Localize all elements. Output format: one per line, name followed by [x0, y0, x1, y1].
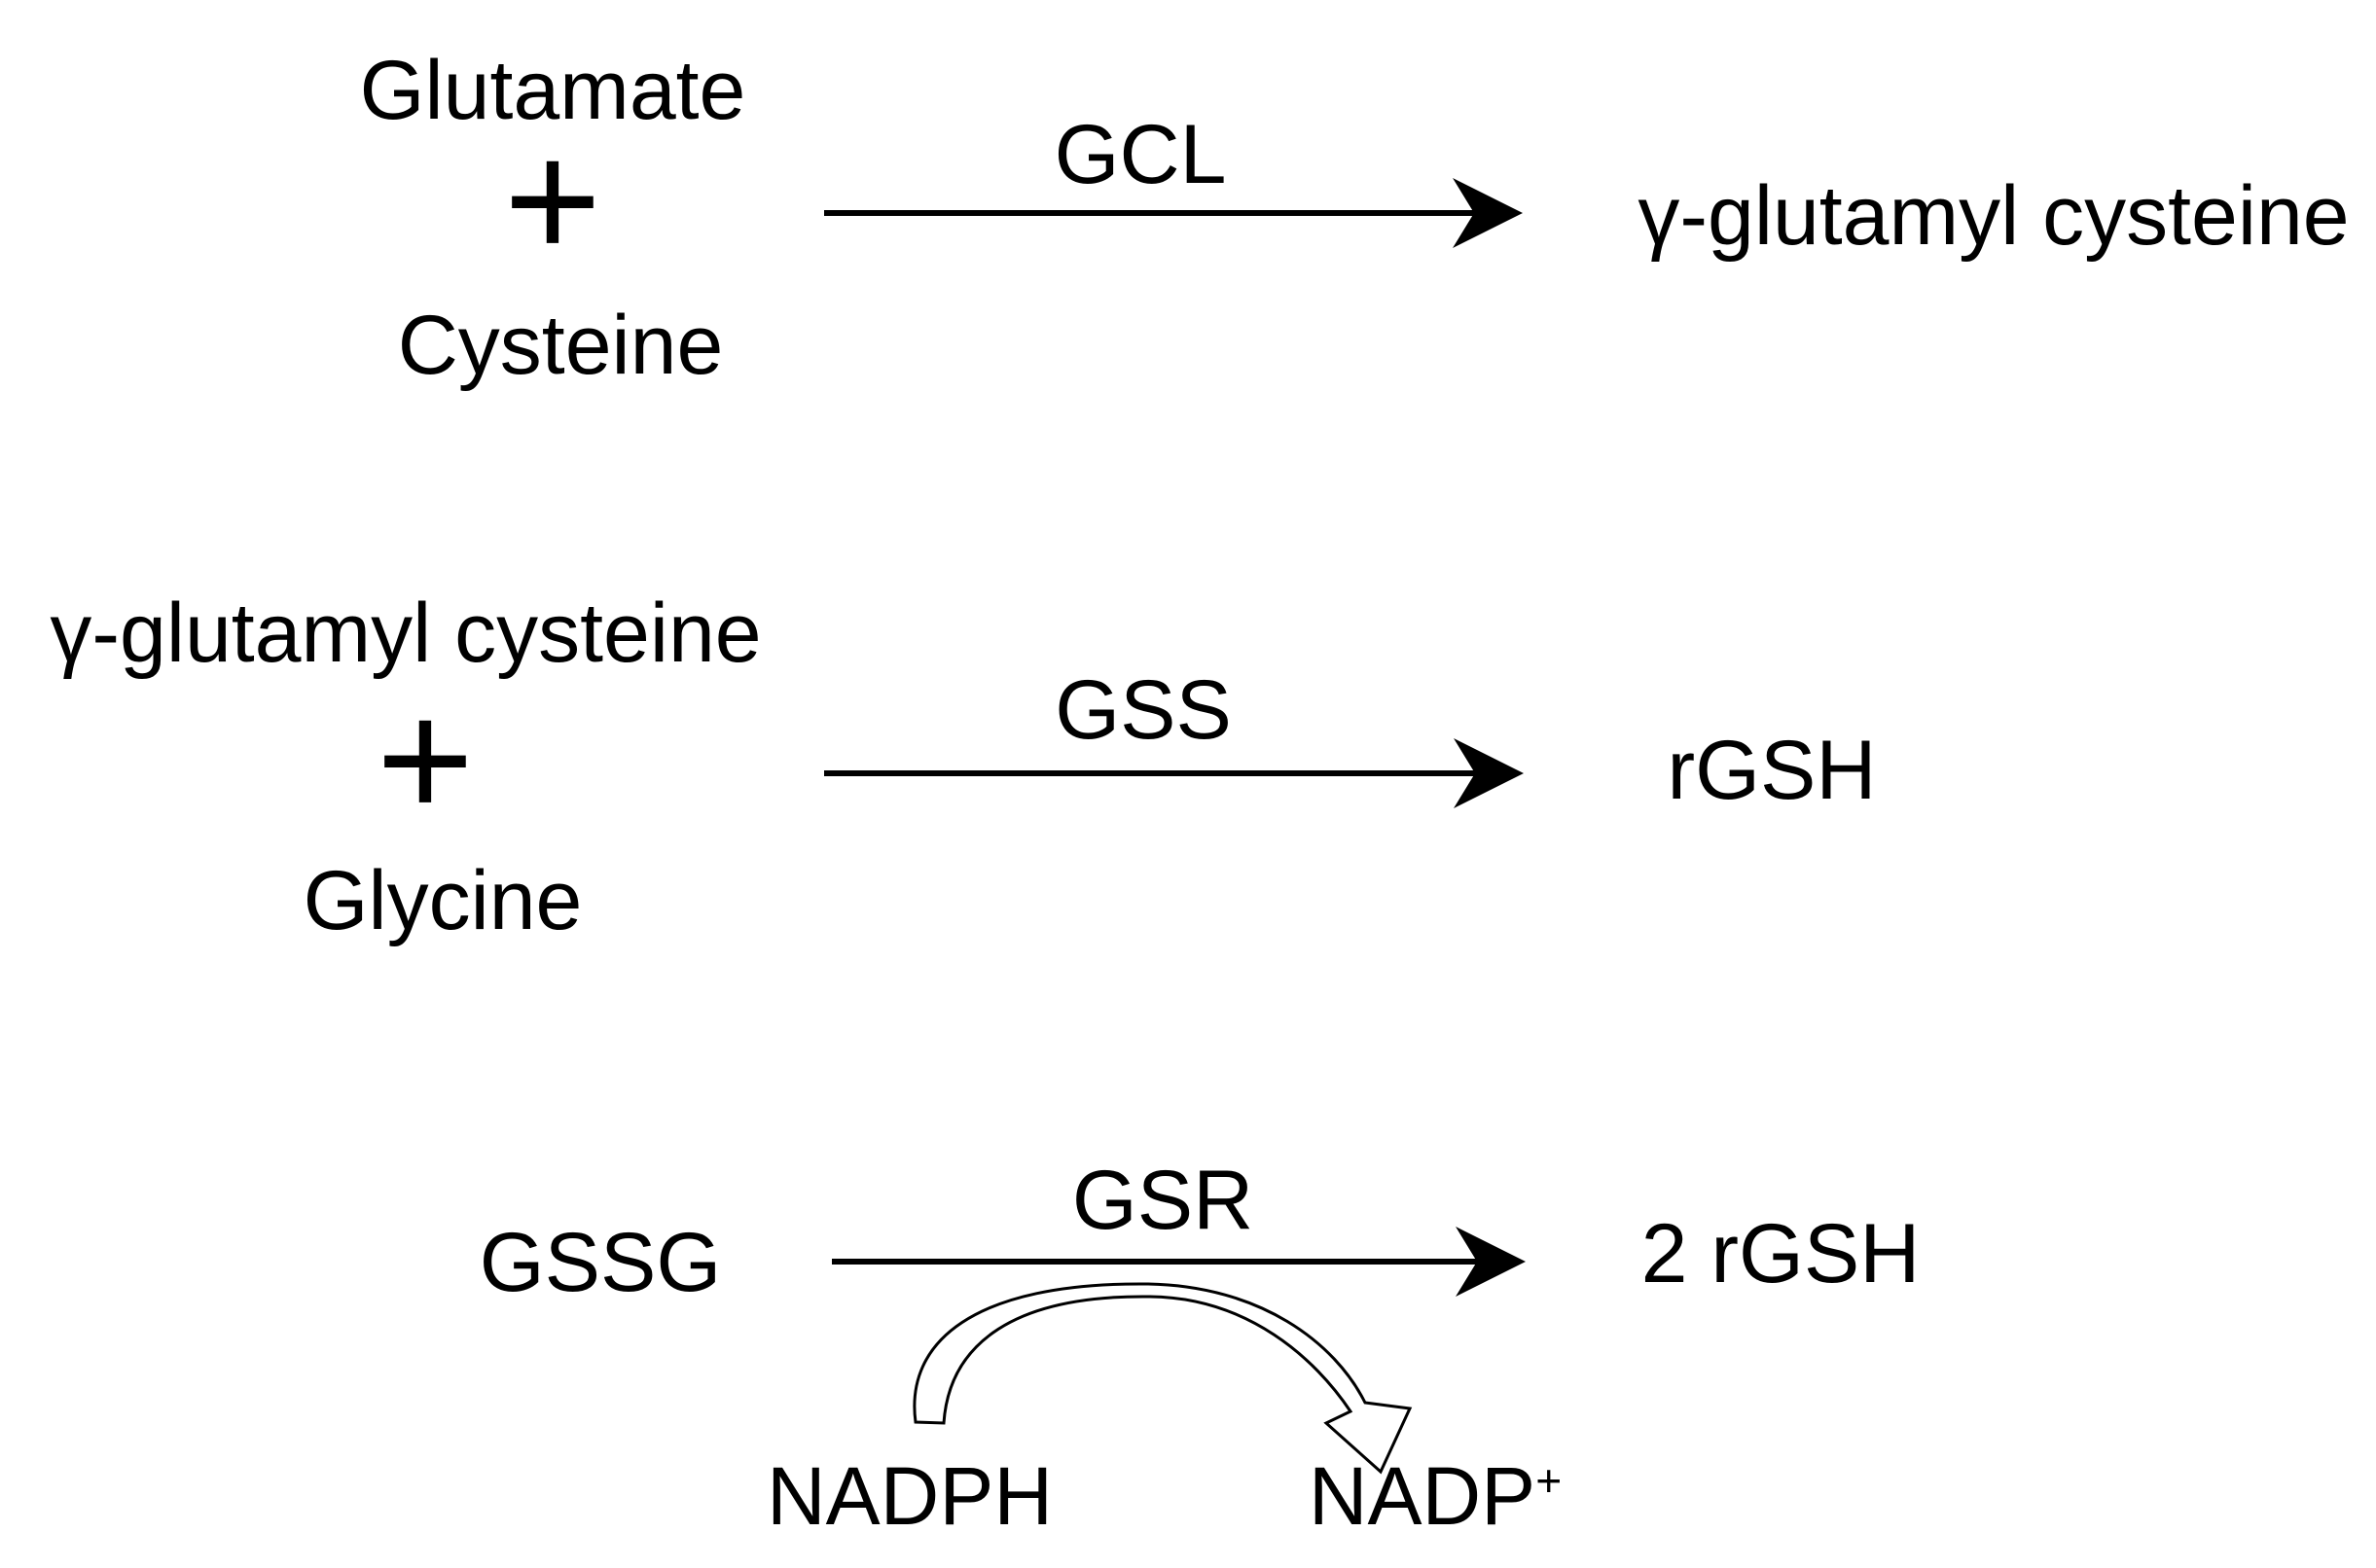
curved-cofactor-arrow	[913, 1282, 1413, 1475]
arrowhead-icon	[1454, 738, 1524, 808]
substrate-cysteine-label: Cysteine	[397, 299, 724, 392]
cofactor-nadph-label: NADPH	[766, 1450, 1054, 1542]
arrowhead-icon	[1453, 178, 1523, 248]
cofactor-nadp-plus-label: NADP+	[1309, 1455, 1562, 1537]
enzyme-gss-label: GSS	[1055, 663, 1232, 757]
reaction-arrow-gsr	[832, 1227, 1526, 1297]
enzyme-gsr-label: GSR	[1071, 1154, 1254, 1247]
plus-sign-2: +	[376, 666, 475, 853]
substrate-glycine-label: Glycine	[303, 854, 583, 947]
plus-sign-1: +	[503, 107, 602, 294]
arrowhead-icon	[1456, 1227, 1526, 1297]
product-rgsh-label: rGSH	[1667, 724, 1877, 817]
product-2rgsh-label: 2 rGSH	[1640, 1207, 1921, 1301]
cofactor-nadp-base: NADP	[1308, 1450, 1536, 1542]
product-glutamyl-cysteine-label: γ-glutamyl cysteine	[1638, 169, 2350, 263]
enzyme-gcl-label: GCL	[1054, 108, 1227, 201]
substrate-glutamyl-cysteine-label: γ-glutamyl cysteine	[50, 587, 762, 680]
substrate-gssg-label: GSSG	[479, 1216, 722, 1309]
substrate-glutamate-label: Glutamate	[359, 44, 746, 137]
reaction-arrow-gcl	[824, 178, 1523, 248]
cofactor-nadp-superscript: +	[1535, 1455, 1563, 1506]
reaction-arrow-gss	[824, 738, 1524, 808]
